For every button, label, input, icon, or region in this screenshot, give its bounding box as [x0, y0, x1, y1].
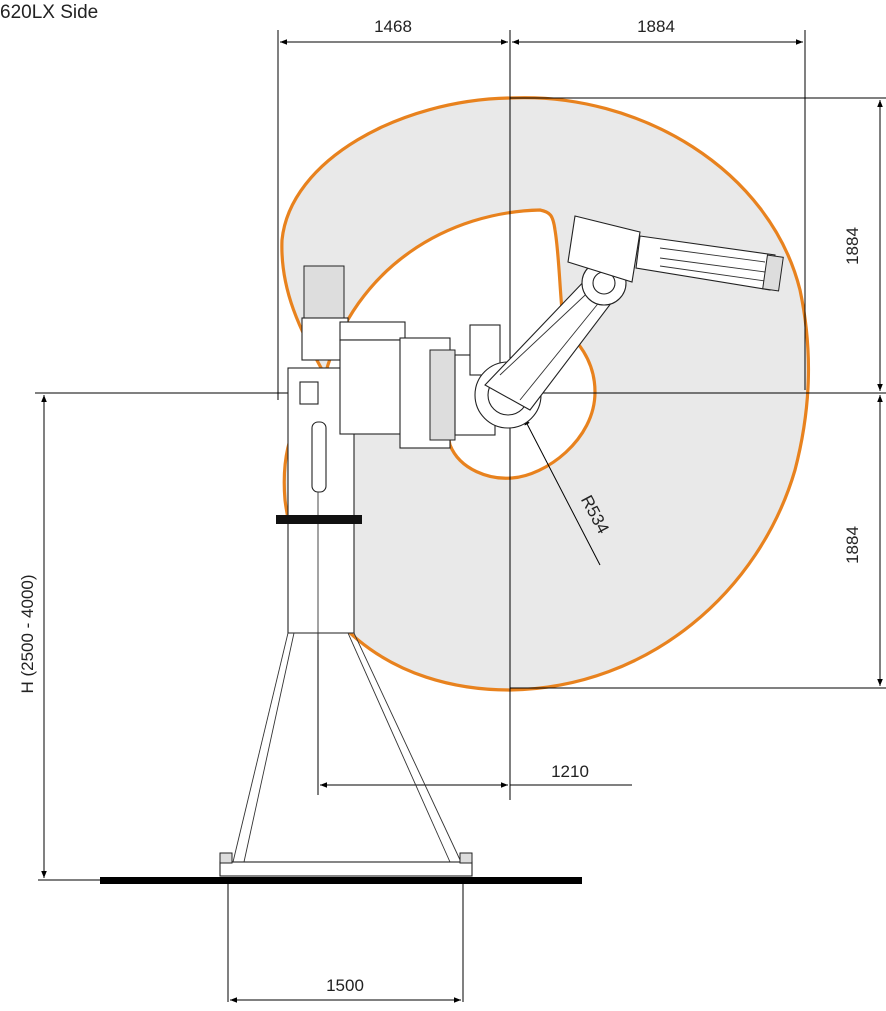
drawing-title: 620LX Side: [0, 2, 98, 23]
dim-label-1884-right-lower: 1884: [843, 526, 862, 564]
robot-arm: [474, 215, 784, 429]
dim-label-1210: 1210: [551, 762, 589, 781]
dim-label-1884-top: 1884: [637, 17, 675, 36]
radius-leader: [523, 417, 601, 566]
dim-label-1500: 1500: [326, 976, 364, 995]
dim-label-1884-right-upper: 1884: [843, 227, 862, 265]
floor-plate: [100, 877, 582, 884]
robot-base: [301, 265, 501, 449]
dim-label-1468: 1468: [374, 17, 412, 36]
dim-label-height: H (2500 - 4000): [18, 574, 37, 693]
